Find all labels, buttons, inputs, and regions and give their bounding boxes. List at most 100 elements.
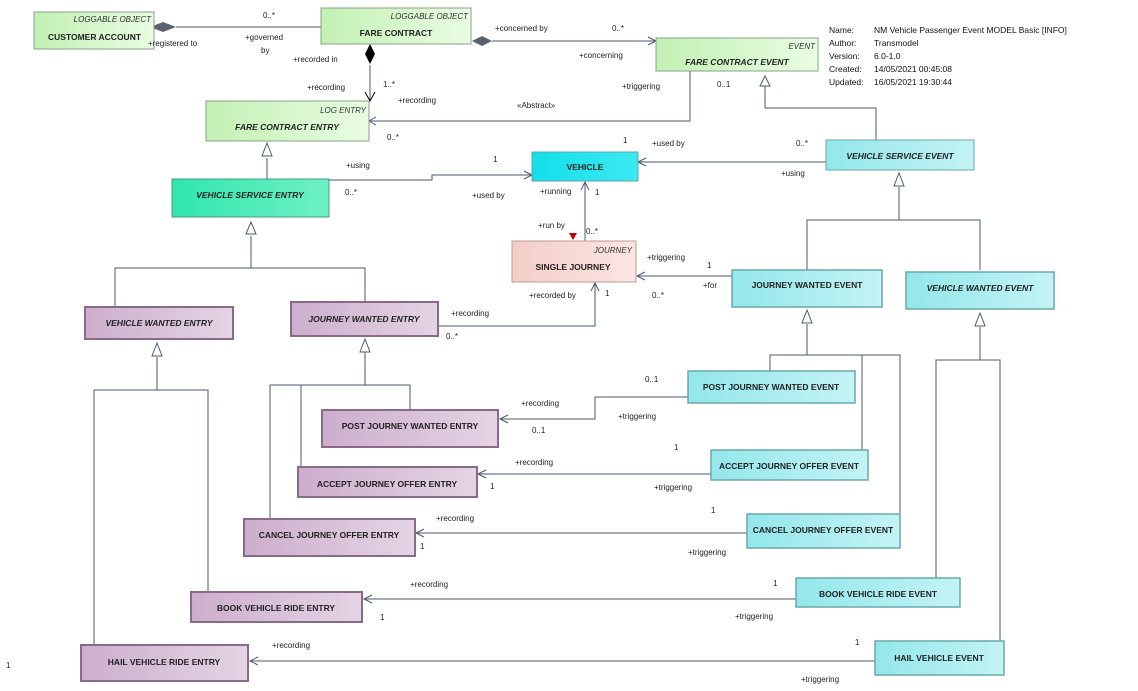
svg-text:1: 1 (420, 542, 425, 551)
svg-text:0..*: 0..* (796, 139, 808, 148)
class-hail-vehicle-ride-entry[interactable]: HAIL VEHICLE RIDE ENTRY (80, 644, 249, 682)
svg-text:+recording: +recording (436, 514, 474, 523)
svg-text:+concerning: +concerning (579, 51, 623, 60)
svg-text:+triggering: +triggering (654, 483, 692, 492)
info-updated-label: Updated: (829, 77, 864, 87)
svg-text:BOOK VEHICLE RIDE ENTRY: BOOK VEHICLE RIDE ENTRY (217, 603, 336, 613)
arrow-to-entry (364, 91, 376, 103)
svg-text:0..1: 0..1 (717, 80, 731, 89)
svg-text:VEHICLE SERVICE EVENT: VEHICLE SERVICE EVENT (846, 151, 954, 161)
svg-text:VEHICLE SERVICE ENTRY: VEHICLE SERVICE ENTRY (196, 190, 305, 200)
class-post-journey-wanted-entry[interactable]: POST JOURNEY WANTED ENTRY (321, 409, 499, 448)
class-hail-vehicle-event[interactable]: HAIL VEHICLE EVENT (874, 640, 1005, 676)
stereotype: LOGGABLE OBJECT (74, 15, 152, 24)
svg-text:1: 1 (493, 155, 498, 164)
class-fare-contract[interactable]: LOGGABLE OBJECT FARE CONTRACT (320, 7, 472, 45)
class-vehicle-service-event[interactable]: VEHICLE SERVICE EVENT (825, 139, 975, 171)
svg-text:+triggering: +triggering (622, 82, 660, 91)
info-version-label: Version: (829, 51, 860, 61)
svg-text:ACCEPT JOURNEY OFFER ENTRY: ACCEPT JOURNEY OFFER ENTRY (317, 479, 458, 489)
svg-text:+recording: +recording (451, 309, 489, 318)
svg-text:1: 1 (490, 482, 495, 491)
class-cancel-journey-offer-entry[interactable]: CANCEL JOURNEY OFFER ENTRY (243, 518, 416, 557)
svg-text:+recording: +recording (521, 399, 559, 408)
class-post-journey-wanted-event[interactable]: POST JOURNEY WANTED EVENT (687, 370, 856, 404)
class-cancel-journey-offer-event[interactable]: CANCEL JOURNEY OFFER EVENT (746, 513, 901, 549)
class-vehicle-wanted-entry[interactable]: VEHICLE WANTED ENTRY (84, 306, 234, 340)
diagram-info: Name: NM Vehicle Passenger Event MODEL B… (829, 25, 1067, 87)
svg-text:0..*: 0..* (446, 332, 458, 341)
class-book-vehicle-ride-entry[interactable]: BOOK VEHICLE RIDE ENTRY (190, 591, 363, 623)
class-fare-contract-event[interactable]: EVENT FARE CONTRACT EVENT (655, 37, 819, 72)
svg-text:CANCEL JOURNEY OFFER ENTRY: CANCEL JOURNEY OFFER ENTRY (259, 530, 400, 540)
svg-text:1: 1 (855, 638, 860, 647)
gen-jwe-children (769, 354, 863, 450)
gen-event-children (806, 219, 981, 270)
class-single-journey[interactable]: JOURNEY SINGLE JOURNEY (511, 240, 637, 283)
role-labels: 0..* +registered to +governed by +concer… (6, 11, 860, 684)
class-book-vehicle-ride-event[interactable]: BOOK VEHICLE RIDE EVENT (795, 577, 961, 608)
svg-text:+used by: +used by (472, 191, 505, 200)
svg-text:+used by: +used by (652, 139, 685, 148)
class-journey-wanted-event[interactable]: JOURNEY WANTED EVENT (731, 269, 883, 308)
svg-text:CANCEL JOURNEY OFFER EVENT: CANCEL JOURNEY OFFER EVENT (753, 525, 894, 535)
svg-text:+recording: +recording (272, 641, 310, 650)
aggregation-diamond-contract (472, 36, 492, 46)
class-customer-account[interactable]: LOGGABLE OBJECT CUSTOMER ACCOUNT (33, 11, 155, 50)
svg-text:HAIL VEHICLE RIDE ENTRY: HAIL VEHICLE RIDE ENTRY (108, 657, 221, 667)
class-accept-journey-offer-event[interactable]: ACCEPT JOURNEY OFFER EVENT (710, 449, 869, 481)
info-name-label: Name: (829, 25, 854, 35)
svg-text:VEHICLE WANTED ENTRY: VEHICLE WANTED ENTRY (105, 318, 213, 328)
svg-text:by: by (261, 46, 269, 55)
svg-text:+using: +using (346, 161, 370, 170)
svg-text:VEHICLE: VEHICLE (567, 162, 604, 172)
svg-text:+recorded by: +recorded by (529, 291, 576, 300)
svg-text:LOGGABLE OBJECT: LOGGABLE OBJECT (391, 12, 469, 21)
svg-text:0..*: 0..* (345, 188, 357, 197)
assoc-jwentry-journey (438, 283, 596, 327)
svg-text:«Abstract»: «Abstract» (517, 101, 556, 110)
assoc-event-entry-abstract (370, 70, 691, 122)
svg-text:+recording: +recording (410, 580, 448, 589)
class-vehicle[interactable]: VEHICLE (531, 151, 639, 182)
class-journey-wanted-entry[interactable]: JOURNEY WANTED ENTRY (290, 301, 439, 337)
info-created: 14/05/2021 00:45:08 (874, 64, 952, 74)
class-fare-contract-entry[interactable]: LOG ENTRY FARE CONTRACT ENTRY (205, 100, 370, 142)
multiplicity: 0..* (263, 11, 275, 20)
info-created-label: Created: (829, 64, 862, 74)
class-vehicle-service-entry[interactable]: VEHICLE SERVICE ENTRY (171, 178, 330, 218)
svg-text:0..*: 0..* (387, 133, 399, 142)
svg-text:HAIL VEHICLE EVENT: HAIL VEHICLE EVENT (894, 653, 984, 663)
svg-text:+triggering: +triggering (647, 253, 685, 262)
svg-text:1: 1 (674, 443, 679, 452)
assoc-entry-vehicle (329, 174, 532, 181)
connector-ends (150, 22, 986, 666)
svg-text:1: 1 (773, 579, 778, 588)
svg-text:+recording: +recording (307, 83, 345, 92)
navigability-arrow (569, 233, 577, 240)
aggregation-diamond-customer (150, 22, 176, 32)
svg-text:+triggering: +triggering (688, 548, 726, 557)
svg-text:+run by: +run by (538, 221, 565, 230)
info-updated: 16/05/2021 19:30:44 (874, 77, 952, 87)
svg-text:VEHICLE WANTED EVENT: VEHICLE WANTED EVENT (927, 283, 1035, 293)
svg-text:+triggering: +triggering (618, 412, 656, 421)
class-accept-journey-offer-entry[interactable]: ACCEPT JOURNEY OFFER ENTRY (297, 466, 478, 498)
class-name: CUSTOMER ACCOUNT (48, 32, 142, 42)
svg-text:0..*: 0..* (612, 24, 624, 33)
svg-text:BOOK VEHICLE RIDE EVENT: BOOK VEHICLE RIDE EVENT (819, 589, 938, 599)
class-vehicle-wanted-event[interactable]: VEHICLE WANTED EVENT (905, 271, 1055, 310)
svg-text:+for: +for (703, 281, 717, 290)
svg-text:1: 1 (605, 289, 610, 298)
role: +registered to (148, 39, 198, 48)
svg-text:1: 1 (380, 613, 385, 622)
svg-text:0..*: 0..* (586, 227, 598, 236)
connectors (93, 26, 1001, 662)
svg-text:0..1: 0..1 (532, 426, 546, 435)
info-author-label: Author: (829, 38, 856, 48)
svg-text:JOURNEY WANTED EVENT: JOURNEY WANTED EVENT (752, 280, 864, 290)
svg-text:0..*: 0..* (652, 291, 664, 300)
svg-text:+triggering: +triggering (801, 675, 839, 684)
composition-diamond (365, 44, 375, 64)
